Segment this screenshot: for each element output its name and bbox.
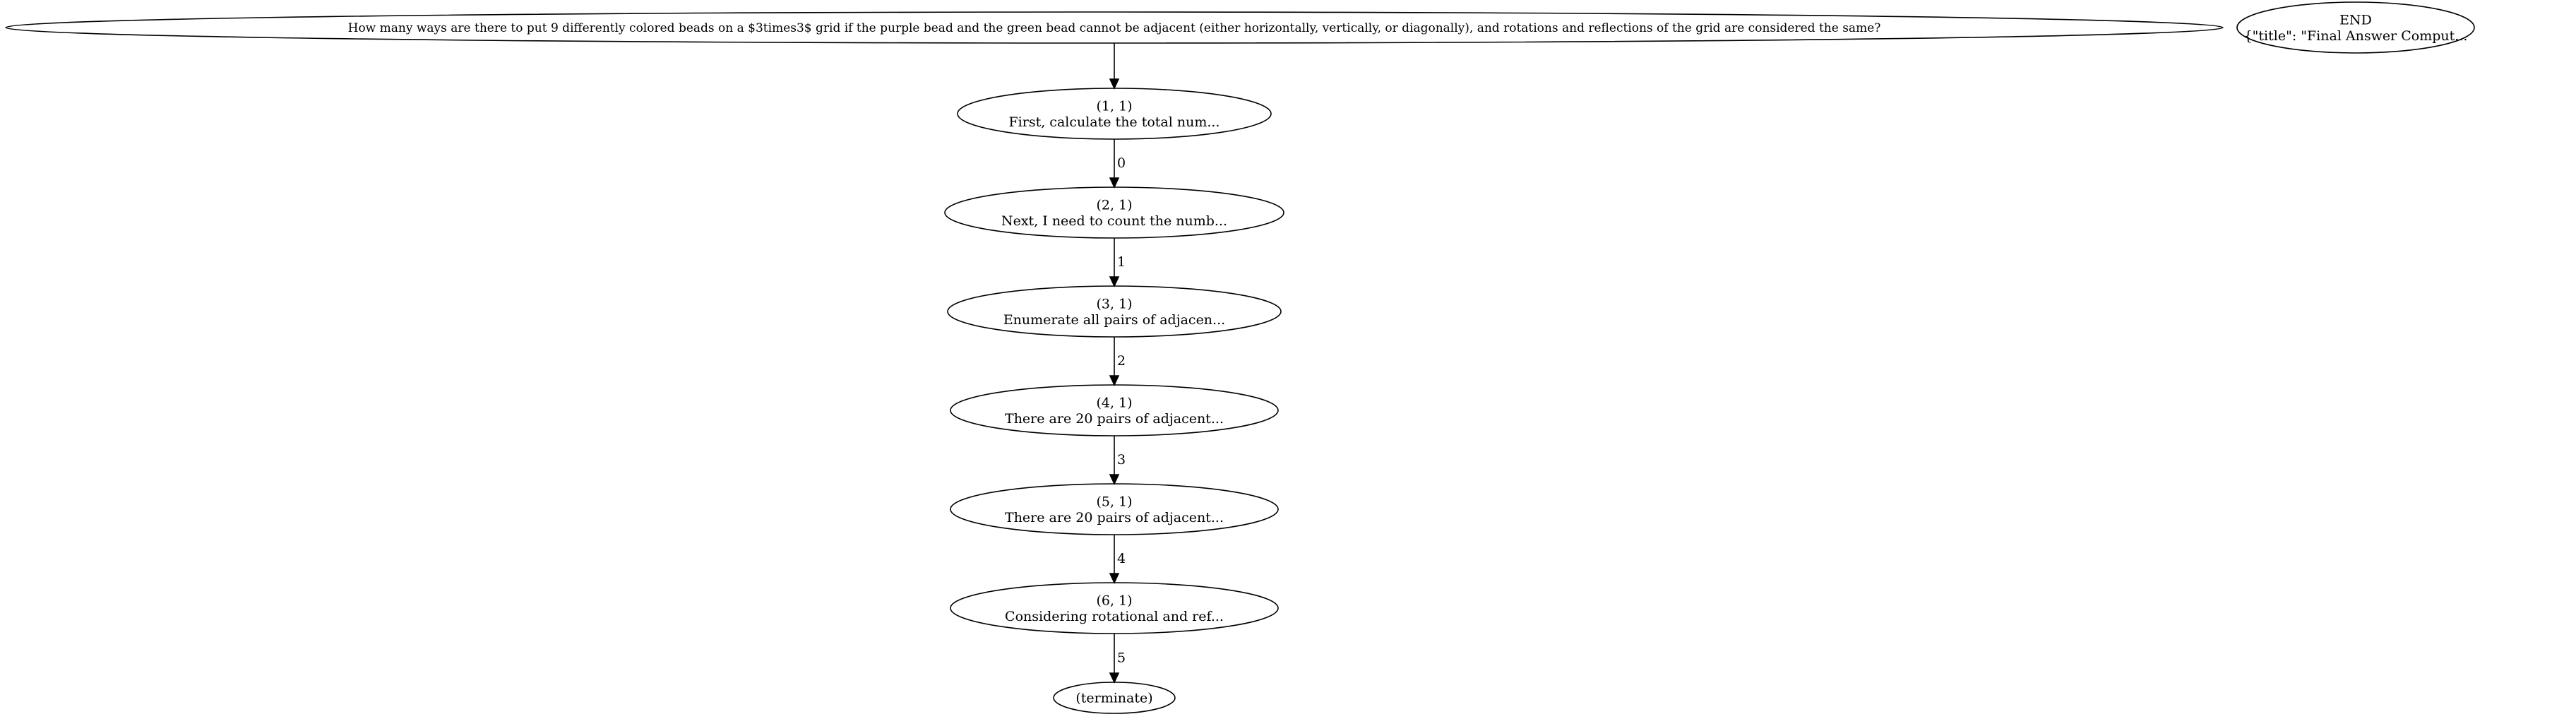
node-n1-ellipse [957, 88, 1272, 140]
node-end: END{"title": "Final Answer Comput... [2236, 1, 2475, 54]
node-terminate-ellipse [1053, 682, 1176, 714]
node-n4-line-1: There are 20 pairs of adjacent... [1005, 411, 1224, 427]
node-n5-ellipse [950, 483, 1279, 535]
arrowhead [1109, 573, 1120, 584]
node-n3-line-0: (3, 1) [1096, 296, 1132, 311]
node-end-line-0: END [2339, 12, 2372, 28]
node-n6-line-0: (6, 1) [1096, 593, 1132, 608]
edge-n2-n3: 1 [1109, 238, 1126, 287]
node-n3-line-1: Enumerate all pairs of adjacen... [1003, 312, 1225, 328]
edge-n4-n5: 3 [1109, 436, 1126, 485]
nodes-layer: How many ways are there to put 9 differe… [5, 1, 2475, 714]
edge-n3-n4: 2 [1109, 337, 1126, 386]
arrowhead [1109, 78, 1120, 90]
node-terminate-line-0: (terminate) [1075, 691, 1152, 706]
edge-n1-n2: 0 [1109, 139, 1126, 189]
edge-question-n1 [1109, 43, 1120, 90]
edge-label: 1 [1117, 254, 1126, 270]
edge-label: 2 [1117, 353, 1126, 369]
edge-label: 0 [1117, 155, 1126, 171]
node-end-ellipse [2236, 1, 2475, 54]
edge-n5-n6: 4 [1109, 535, 1126, 584]
arrowhead [1109, 177, 1120, 189]
node-n6-line-1: Considering rotational and ref... [1005, 609, 1224, 624]
arrowhead [1109, 375, 1120, 386]
edge-label: 3 [1117, 452, 1126, 468]
edge-n6-terminate: 5 [1109, 634, 1126, 684]
node-n5: (5, 1)There are 20 pairs of adjacent... [950, 483, 1279, 535]
node-question: How many ways are there to put 9 differe… [5, 11, 2224, 44]
node-n2-line-1: Next, I need to count the numb... [1001, 213, 1227, 229]
node-terminate: (terminate) [1053, 682, 1176, 714]
node-n4-line-0: (4, 1) [1096, 395, 1132, 410]
node-n6: (6, 1)Considering rotational and ref... [950, 582, 1279, 634]
edge-label: 4 [1117, 551, 1126, 566]
node-n5-line-1: There are 20 pairs of adjacent... [1005, 510, 1224, 525]
node-n3-ellipse [947, 285, 1282, 338]
node-n4-ellipse [950, 384, 1279, 436]
node-n1-line-1: First, calculate the total num... [1009, 114, 1220, 130]
node-end-line-1: {"title": "Final Answer Comput... [2244, 28, 2468, 44]
arrowhead [1109, 672, 1120, 684]
node-n3: (3, 1)Enumerate all pairs of adjacen... [947, 285, 1282, 338]
node-n1: (1, 1)First, calculate the total num... [957, 88, 1272, 140]
node-n2-line-0: (2, 1) [1096, 197, 1132, 213]
edge-label: 5 [1117, 650, 1126, 666]
node-n1-line-0: (1, 1) [1096, 98, 1132, 114]
node-question-ellipse [5, 11, 2224, 44]
arrowhead [1109, 474, 1120, 485]
node-n6-ellipse [950, 582, 1279, 634]
node-question-line-0: How many ways are there to put 9 differe… [348, 21, 1881, 35]
node-n2: (2, 1)Next, I need to count the numb... [944, 186, 1284, 239]
node-n2-ellipse [944, 186, 1284, 239]
node-n4: (4, 1)There are 20 pairs of adjacent... [950, 384, 1279, 436]
node-n5-line-0: (5, 1) [1096, 494, 1132, 509]
arrowhead [1109, 276, 1120, 287]
edges-layer: 0 1 2 3 4 5 [1109, 43, 1126, 684]
